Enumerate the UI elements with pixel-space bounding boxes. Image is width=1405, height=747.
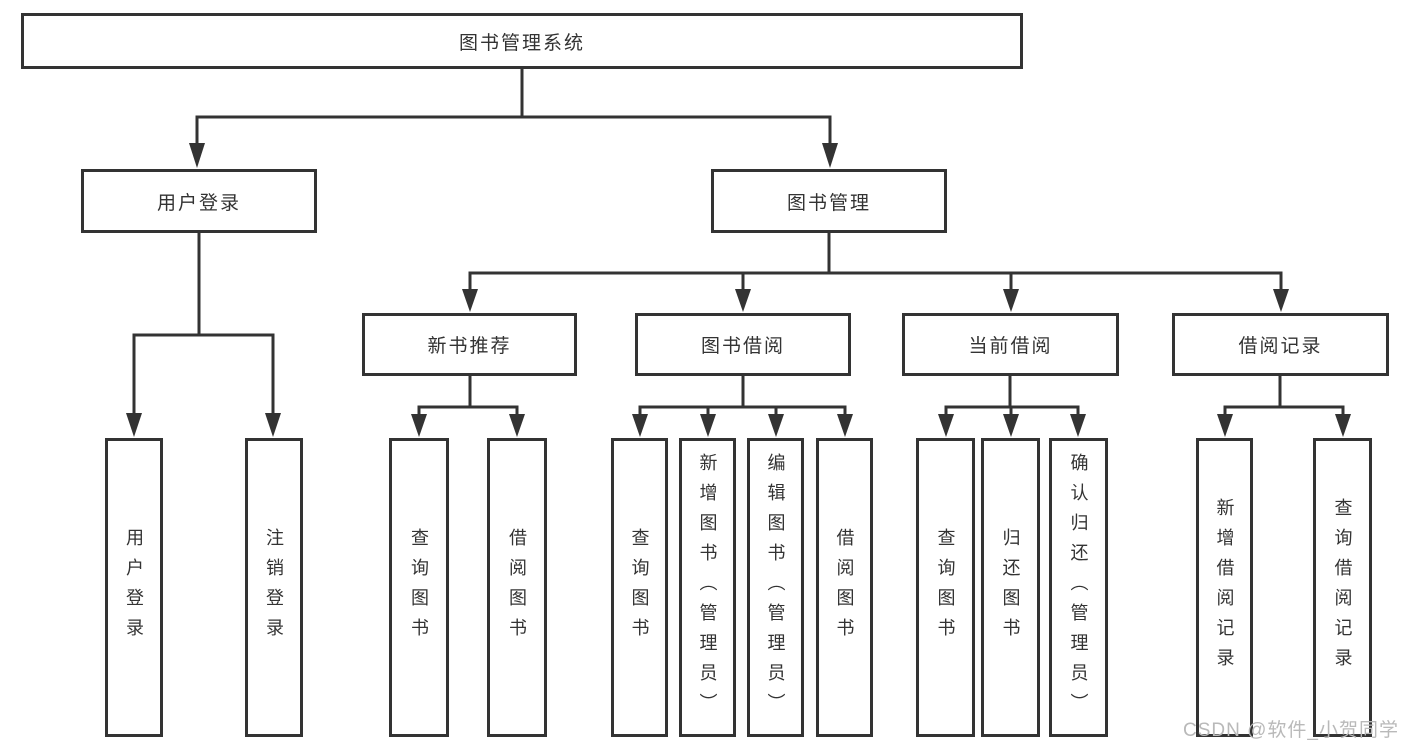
connector-user-login-to-leaves [132, 231, 275, 418]
leaf-query-books-current: 查询图书 [916, 438, 975, 737]
arrowheads [126, 143, 1351, 437]
node-new-book-recommend-label: 新书推荐 [427, 336, 512, 357]
leaf-borrow-books: 借阅图书 [816, 438, 873, 737]
node-borrow-record-label: 借阅记录 [1238, 336, 1323, 357]
leaf-logout-login: 注销登录 [245, 438, 303, 737]
watermark: CSDN @软件_小贺同学 [1183, 720, 1399, 741]
node-root-label: 图书管理系统 [458, 32, 585, 54]
node-book-management-label: 图书管理 [786, 192, 871, 214]
leaf-confirm-return-admin: 确认归还（管理员） [1049, 438, 1108, 737]
node-book-management: 图书管理 [711, 169, 947, 233]
node-root: 图书管理系统 [21, 13, 1023, 69]
leaf-borrow-books-recommend: 借阅图书 [487, 438, 547, 737]
node-borrow-record: 借阅记录 [1172, 313, 1389, 376]
connector-borrow-record-to-leaves [1223, 374, 1345, 418]
leaf-user-login: 用户登录 [105, 438, 163, 737]
node-user-login-label: 用户登录 [156, 192, 241, 214]
leaf-add-borrow-record: 新增借阅记录 [1196, 438, 1253, 737]
leaf-query-books-borrow: 查询图书 [611, 438, 668, 737]
node-current-borrow-label: 当前借阅 [968, 336, 1053, 357]
connector-book-borrow-to-leaves [638, 374, 847, 418]
leaf-add-books-admin: 新增图书（管理员） [679, 438, 736, 737]
connector-book-management-to-level3 [468, 231, 1283, 293]
leaf-query-books-recommend: 查询图书 [389, 438, 449, 737]
leaf-return-books: 归还图书 [981, 438, 1040, 737]
connector-current-borrow-to-leaves [944, 374, 1080, 418]
node-user-login: 用户登录 [81, 169, 317, 233]
node-current-borrow: 当前借阅 [902, 313, 1119, 376]
leaf-edit-books-admin: 编辑图书（管理员） [747, 438, 804, 737]
node-new-book-recommend: 新书推荐 [362, 313, 577, 376]
leaf-query-borrow-record: 查询借阅记录 [1313, 438, 1372, 737]
connector-new-book-recommend-to-leaves [417, 374, 519, 418]
node-book-borrow: 图书借阅 [635, 313, 851, 376]
connector-root-to-level2 [195, 67, 832, 148]
node-book-borrow-label: 图书借阅 [700, 336, 785, 357]
